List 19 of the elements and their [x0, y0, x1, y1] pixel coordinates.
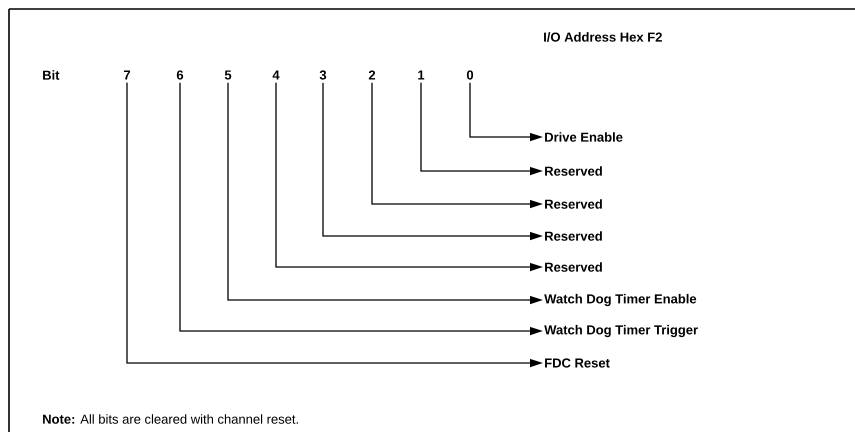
- bit-description: Reserved: [545, 199, 602, 209]
- bit-number: 7: [124, 70, 130, 80]
- note: Note: All bits are cleared with channel reset.: [43, 414, 298, 424]
- bit-description: Reserved: [545, 262, 602, 272]
- row-label: Bit: [43, 70, 60, 80]
- bit-number: 4: [272, 70, 280, 80]
- bit-description: Reserved: [545, 231, 602, 241]
- bit-description: Watch Dog Timer Enable: [544, 294, 696, 306]
- bit-description: Drive Enable: [545, 132, 622, 142]
- bit-number: 0: [466, 70, 474, 80]
- bit-description: Reserved: [545, 166, 602, 176]
- bit-number: 3: [320, 70, 326, 80]
- bit-number: 6: [176, 70, 184, 80]
- bit-number: 1: [418, 70, 424, 80]
- bit-description: Watch Dog Timer Trigger: [544, 324, 698, 338]
- title: I/O Address Hex F2: [544, 32, 662, 42]
- bit-description: FDC Reset: [545, 358, 610, 368]
- bit-number: 2: [368, 70, 376, 80]
- bit-number: 5: [224, 70, 232, 80]
